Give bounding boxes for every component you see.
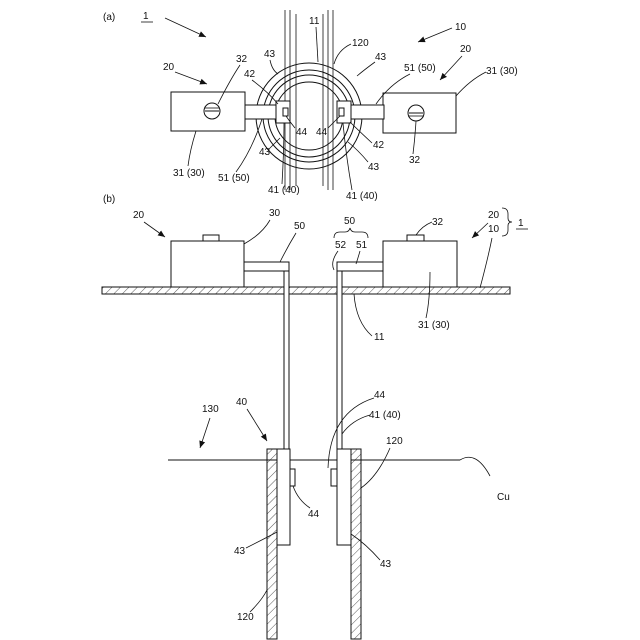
brace-1 — [502, 208, 512, 236]
arrow-10-a — [418, 28, 452, 42]
ref-43-right-b: 43 — [380, 559, 392, 570]
ref-32-left-a: 32 — [236, 54, 248, 65]
left-clip-43 — [277, 449, 290, 545]
ref-10-a: 10 — [455, 22, 467, 33]
ref-44-right-a: 44 — [316, 127, 328, 138]
right-contact-44 — [331, 469, 337, 486]
ref-43-left-b: 43 — [234, 546, 246, 557]
brace-50 — [334, 228, 368, 238]
ref-20-left-a: 20 — [163, 62, 175, 73]
ref-41-b: 41 (40) — [369, 410, 401, 421]
left-strip-41 — [284, 271, 289, 449]
ref-20-left-b: 20 — [133, 210, 145, 221]
right-connector-51 — [349, 105, 384, 119]
ref-52-b: 52 — [335, 240, 347, 251]
ref-43-b: 43 — [375, 52, 387, 63]
left-connector-51 — [245, 105, 277, 119]
arrow-1-a — [165, 18, 206, 37]
ref-32-b: 32 — [432, 217, 444, 228]
ref-1-b: 1 — [518, 218, 524, 229]
left-screw-head — [203, 235, 219, 241]
ref-44-left-a: 44 — [296, 127, 308, 138]
right-strip-41 — [337, 271, 342, 449]
ref-31-b: 31 (30) — [418, 320, 450, 331]
right-device-body — [383, 241, 457, 287]
right-connector-arm — [337, 262, 383, 271]
figure-a-label: (a) — [103, 12, 115, 23]
ref-50-brace-b: 50 — [344, 216, 356, 227]
ref-43-d: 43 — [368, 162, 380, 173]
left-wall-120 — [267, 449, 277, 639]
left-connector-arm — [244, 262, 289, 271]
cable-lines-a — [285, 10, 333, 190]
ref-31-right-a: 31 (30) — [486, 66, 518, 77]
ref-42-right-a: 42 — [373, 140, 385, 151]
ref-cu-b: Cu — [497, 492, 510, 503]
right-clip-43 — [337, 449, 351, 545]
ref-20-right-b: 20 — [488, 210, 500, 221]
ref-42-left-a: 42 — [244, 69, 256, 80]
figure-b-label: (b) — [103, 194, 115, 205]
ref-31-left-a: 31 (30) — [173, 168, 205, 179]
ref-51-left-a: 51 (50) — [218, 173, 250, 184]
ref-40-b: 40 — [236, 397, 248, 408]
ref-130-b: 130 — [202, 404, 219, 415]
ref-120-right-b: 120 — [386, 436, 403, 447]
ref-20-right-a: 20 — [460, 44, 472, 55]
ref-44-top-b: 44 — [374, 390, 386, 401]
ref-32-right-a: 32 — [409, 155, 421, 166]
ref-44-bottom-b: 44 — [308, 509, 320, 520]
ref-51-b: 51 — [356, 240, 368, 251]
base-plate — [102, 287, 510, 294]
ref-51-right-a: 51 (50) — [404, 63, 436, 74]
ref-120-a: 120 — [352, 38, 369, 49]
right-wall-120 — [351, 449, 361, 639]
ref-50-left-b: 50 — [294, 221, 306, 232]
figure-b: (b) 20 30 50 50 52 — [102, 194, 528, 639]
ref-10-b: 10 — [488, 224, 500, 235]
left-device-body — [171, 241, 244, 287]
left-contact-44 — [290, 469, 295, 486]
right-screw-head — [407, 235, 424, 241]
ref-11-b: 11 — [374, 332, 385, 343]
ref-11-a: 11 — [309, 16, 320, 27]
ref-120-bottom-b: 120 — [237, 612, 254, 623]
figure-a: (a) 1 10 — [103, 10, 518, 202]
ref-43-a: 43 — [264, 49, 276, 60]
ref-41-left-a: 41 (40) — [268, 185, 300, 196]
ref-30-b: 30 — [269, 208, 281, 219]
ref-1-a: 1 — [143, 11, 149, 22]
ref-41-right-a: 41 (40) — [346, 191, 378, 202]
